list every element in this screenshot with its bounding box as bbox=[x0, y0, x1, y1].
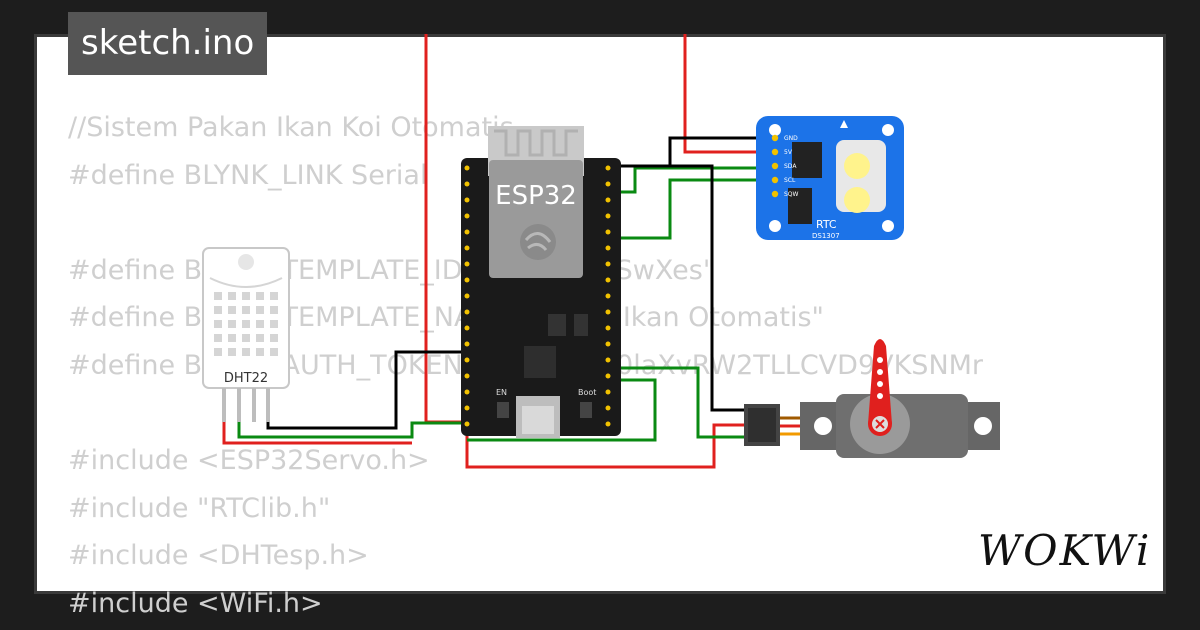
wire-green-2 bbox=[608, 178, 775, 240]
wire-red-2 bbox=[683, 30, 775, 154]
wokwi-logo: WOKWi bbox=[978, 526, 1152, 575]
boot-label: Boot bbox=[578, 388, 596, 397]
boot-button[interactable] bbox=[580, 402, 592, 418]
esp32-pins bbox=[464, 165, 611, 427]
code-line: #define BLYNK_LINK Serial bbox=[68, 159, 428, 191]
wire-red-1 bbox=[424, 30, 467, 424]
wire-red-4 bbox=[465, 422, 748, 469]
code-line: //Sistem Pakan Ikan Koi Otomatis bbox=[68, 112, 514, 143]
rtc-pin-sda: SDA bbox=[784, 163, 797, 170]
rtc-chip-label: DS1307 bbox=[812, 232, 840, 240]
dht22-label: DHT22 bbox=[224, 371, 268, 386]
wire-green-3 bbox=[237, 420, 462, 439]
dht22-sensor[interactable]: DHT22 bbox=[202, 247, 290, 422]
esp32-chip bbox=[524, 346, 556, 378]
rtc-pin-gnd: GND bbox=[784, 135, 798, 142]
wire-green-5 bbox=[608, 366, 748, 439]
ds1307-chip bbox=[792, 142, 822, 178]
servo-motor[interactable] bbox=[744, 339, 1000, 458]
espressif-logo-icon bbox=[520, 224, 556, 260]
en-label: EN bbox=[496, 388, 507, 397]
wires bbox=[222, 30, 775, 469]
rtc-module[interactable]: RTC DS1307 GND 5V SDA SCL SQW bbox=[756, 116, 904, 240]
esp32-board[interactable]: ESP32 EN Boot bbox=[461, 126, 621, 438]
code-line: #include <WiFi.h> bbox=[68, 587, 323, 619]
rtc-pin-5v: 5V bbox=[784, 149, 793, 156]
file-tab[interactable]: sketch.ino bbox=[68, 12, 268, 75]
wire-black-2 bbox=[608, 164, 748, 412]
en-button[interactable] bbox=[497, 402, 509, 418]
wire-green-4 bbox=[467, 378, 657, 442]
rtc-pin-sqw: SQW bbox=[784, 191, 799, 198]
code-line: #include "RTClib.h" bbox=[68, 492, 331, 524]
wire-red-3 bbox=[222, 420, 412, 445]
adafruit-flower-icon bbox=[840, 120, 848, 128]
code-line: #include <DHTesp.h> bbox=[68, 540, 369, 572]
wire-green-1 bbox=[608, 166, 775, 194]
wire-black-3 bbox=[266, 350, 465, 430]
esp32-label: ESP32 bbox=[495, 181, 577, 211]
rtc-label: RTC bbox=[816, 218, 837, 231]
code-line: #include <ESP32Servo.h> bbox=[68, 445, 430, 477]
rtc-pin-scl: SCL bbox=[784, 177, 796, 184]
